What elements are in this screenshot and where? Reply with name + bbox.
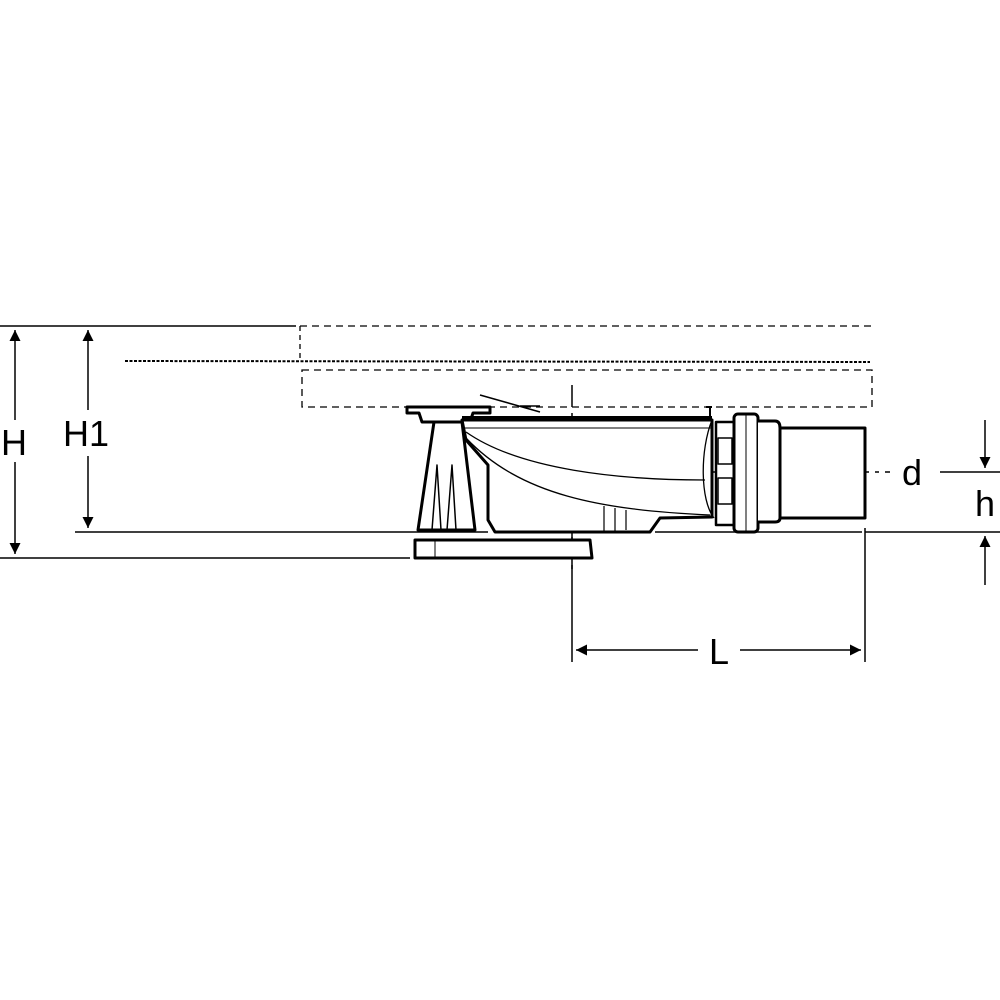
label-h: h bbox=[975, 483, 995, 524]
shower-drain-body bbox=[405, 394, 867, 560]
floor-layers bbox=[0, 325, 873, 408]
label-H1: H1 bbox=[63, 413, 109, 454]
label-H: H bbox=[1, 422, 27, 463]
reference-lines bbox=[0, 471, 1000, 662]
label-d: d bbox=[902, 452, 922, 493]
label-L: L bbox=[709, 631, 729, 672]
dimension-arrows bbox=[9, 330, 991, 656]
